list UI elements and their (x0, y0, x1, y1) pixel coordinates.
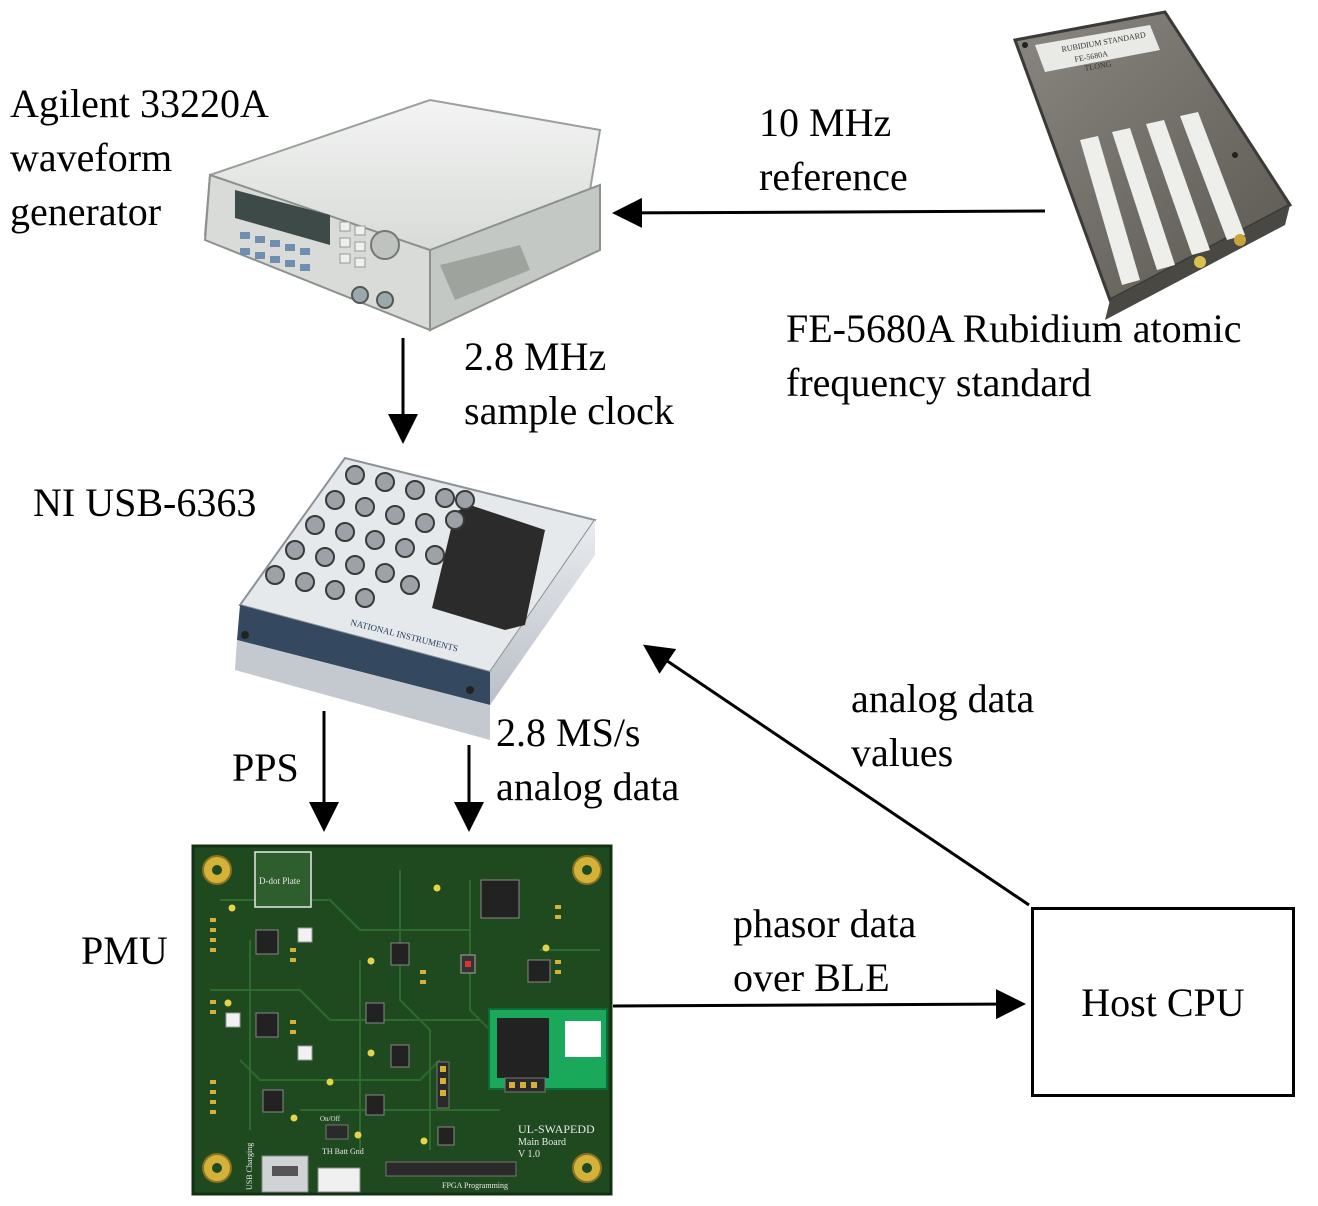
pmu-board-sub: Main Board (518, 1137, 566, 1148)
pmu-usb-label: USB Charging (245, 1143, 254, 1190)
pmu-batt-label: TH Batt Gnd (322, 1147, 364, 1156)
analog-values-line-1: analog data (851, 676, 1035, 721)
pmu-fpga-label: FPGA Programming (442, 1181, 508, 1190)
analog-data-edge-label: 2.8 MS/s analog data (496, 706, 679, 814)
waveform-generator-line-2: waveform (10, 135, 173, 180)
analog-values-line-2: values (851, 730, 954, 775)
rubidium-line-1: FE-5680A Rubidium atomic (786, 306, 1242, 351)
reference-line-1: 10 MHz (759, 100, 892, 145)
pmu-board-version: V 1.0 (518, 1149, 540, 1160)
pmu-onoff-label: On/Off (320, 1115, 341, 1123)
pmu-board-name: UL-SWAPEDD (518, 1122, 595, 1136)
waveform-generator-image (203, 98, 602, 332)
reference-edge-label: 10 MHz reference (759, 96, 908, 204)
sample-clock-edge-label: 2.8 MHz sample clock (464, 330, 674, 438)
arrow-10mhz-reference (612, 197, 1046, 228)
sample-clock-line-1: 2.8 MHz (464, 334, 607, 379)
rubidium-standard-image: RUBIDIUM STANDARD FE-5680A TLONG (1012, 10, 1293, 320)
daq-line-1: NI USB-6363 (33, 480, 257, 525)
pmu-label: PMU (81, 924, 168, 978)
arrow-analog-values (643, 644, 1030, 907)
pps-line-1: PPS (232, 745, 299, 790)
host-cpu-label: Host CPU (1081, 979, 1245, 1025)
pps-edge-label: PPS (232, 741, 299, 795)
rubidium-standard-label: FE-5680A Rubidium atomic frequency stand… (786, 302, 1242, 410)
phasor-data-line-2: over BLE (733, 955, 890, 1000)
daq-image: NATIONAL INSTRUMENTS (235, 456, 597, 740)
analog-values-edge-label: analog data values (851, 672, 1034, 780)
arrow-phasor-data (612, 989, 1026, 1020)
analog-data-line-1: 2.8 MS/s (496, 710, 641, 755)
waveform-generator-line-3: generator (10, 189, 162, 234)
analog-data-line-2: analog data (496, 764, 680, 809)
pmu-dplate-label: D-dot Plate (259, 876, 300, 886)
phasor-data-edge-label: phasor data over BLE (733, 897, 916, 1005)
pmu-line-1: PMU (81, 928, 168, 973)
daq-label: NI USB-6363 (33, 476, 256, 530)
pmu-board-image: D-dot Plate (191, 844, 613, 1196)
rubidium-line-2: frequency standard (786, 360, 1092, 405)
waveform-generator-line-1: Agilent 33220A (10, 81, 269, 126)
host-cpu-box: Host CPU (1031, 907, 1295, 1097)
sample-clock-line-2: sample clock (464, 388, 674, 433)
phasor-data-line-1: phasor data (733, 901, 917, 946)
reference-line-2: reference (759, 154, 908, 199)
waveform-generator-label: Agilent 33220A waveform generator (10, 77, 269, 239)
